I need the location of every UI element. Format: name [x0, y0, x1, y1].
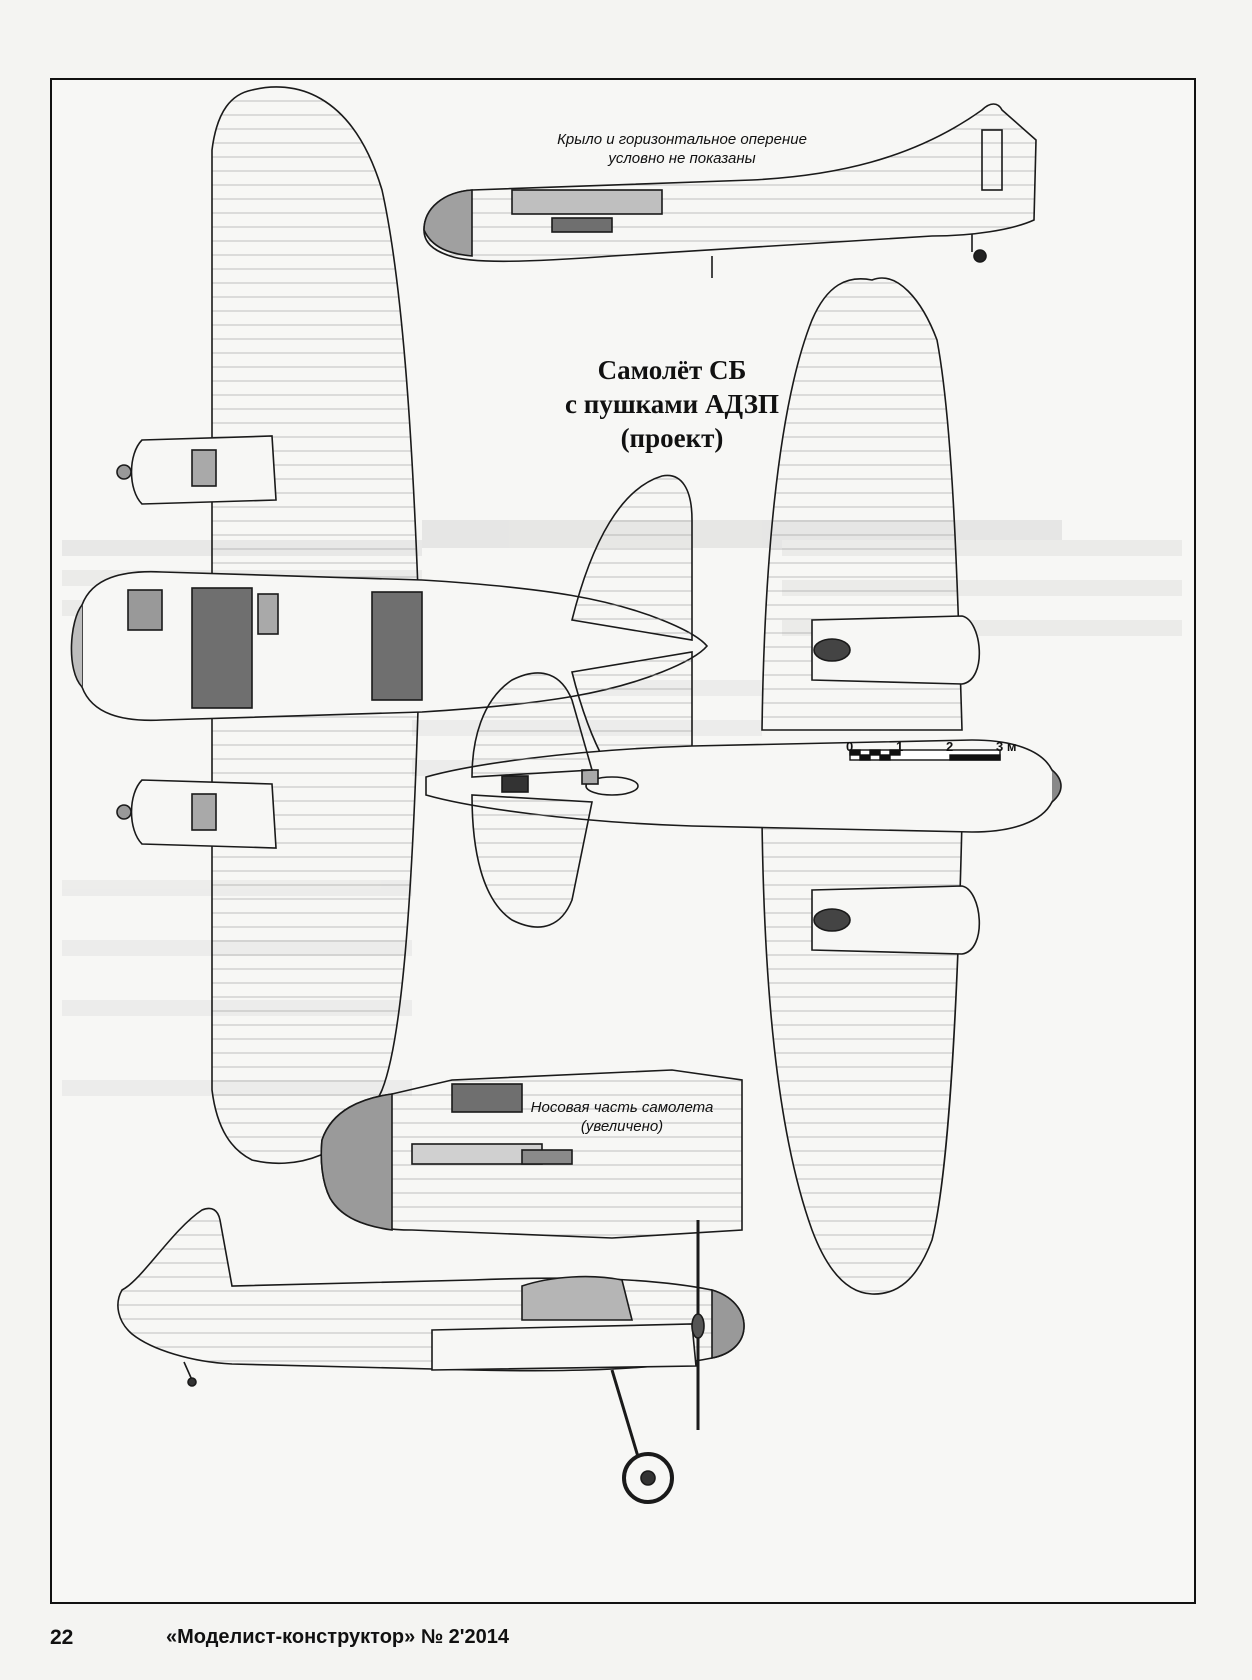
note-nose-view-line-2: (увеличено) — [580, 1118, 664, 1135]
top-view-aircraft — [70, 86, 709, 1165]
title-line-1: Самолёт СБ — [597, 355, 747, 385]
aircraft-drawings — [62, 86, 1182, 1504]
drawing-title: Самолёт СБ с пушками АДЗП (проект) — [522, 353, 822, 455]
note-side-view-line-2: условно не показаны — [608, 150, 756, 167]
drawing-frame: Крыло и горизонтальное оперение условно … — [50, 78, 1196, 1604]
side-view-aircraft — [117, 1207, 745, 1504]
note-side-view-line-1: Крыло и горизонтальное оперение — [557, 131, 807, 148]
tail-wheel-icon — [183, 1361, 197, 1387]
title-line-3: (проект) — [620, 423, 724, 453]
note-nose-view-line-1: Носовая часть самолета — [530, 1099, 714, 1116]
scale-label-0: 0 — [846, 739, 854, 754]
propeller-icon — [691, 1220, 705, 1430]
landing-wheel-icon — [610, 1369, 674, 1504]
scale-label-2: 2 — [946, 739, 954, 754]
scale-label-3: 3 м — [996, 739, 1017, 754]
side-view-fuselage — [423, 103, 1037, 278]
scale-label-1: 1 — [896, 739, 904, 754]
nose-detail — [320, 1069, 743, 1239]
title-line-2: с пушками АДЗП — [565, 389, 779, 419]
magazine-title: «Моделист-конструктор» № 2'2014 — [166, 1626, 510, 1648]
page-number: 22 — [50, 1626, 74, 1649]
bottom-view-aircraft — [425, 277, 1062, 1295]
note-nose-view: Носовая часть самолета (увеличено) — [492, 1098, 752, 1136]
note-side-view: Крыло и горизонтальное оперение условно … — [532, 130, 832, 168]
scale-bar — [849, 749, 1001, 761]
